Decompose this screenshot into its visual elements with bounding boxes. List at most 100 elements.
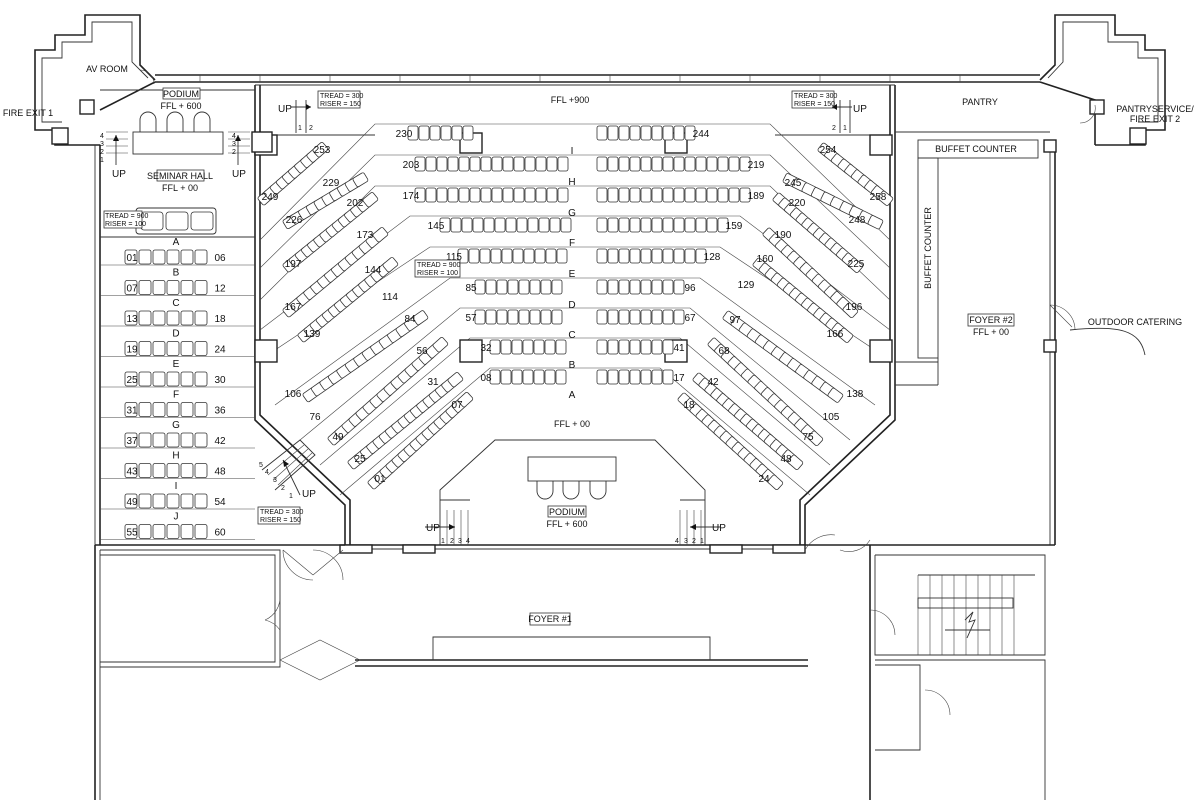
wing-seat-label: 49: [332, 432, 344, 443]
seat: [507, 279, 519, 295]
seat: [425, 156, 437, 172]
av-room-label: AV ROOM: [86, 64, 128, 74]
seminar-step-3: 3: [100, 141, 104, 148]
seminar-seat: [194, 371, 208, 387]
seat: [523, 248, 535, 264]
seat: [485, 309, 497, 325]
seat: [516, 217, 528, 233]
seminar-seat-last: 18: [214, 314, 226, 325]
wing-seat-label: 114: [382, 292, 398, 303]
wing-seat-label: 220: [789, 198, 806, 209]
wing-seat-label: 76: [309, 412, 321, 423]
seat: [662, 339, 674, 355]
seminar-seat-first: 07: [126, 284, 138, 295]
seminar-seat: [152, 280, 166, 295]
seat: [684, 156, 696, 172]
seat: [461, 217, 473, 233]
seat: [651, 156, 663, 172]
stage-step-4-right: 4: [675, 538, 679, 545]
seat: [706, 187, 718, 203]
wing-seat-label: 226: [286, 215, 303, 226]
seminar-row-letter: B: [173, 268, 180, 279]
seminar-seat: [194, 249, 208, 265]
seat: [533, 339, 545, 355]
seat: [651, 217, 663, 233]
seat: [496, 309, 508, 325]
seminar-row-letter: F: [173, 390, 179, 401]
wing-seat-label: 258: [870, 192, 887, 203]
seat: [662, 156, 674, 172]
seminar-seat: [138, 310, 152, 326]
seminar-note-tread: TREAD = 900: [105, 213, 148, 220]
seat: [312, 142, 329, 158]
seminar-seat: [166, 432, 180, 448]
wing-seat-label: 129: [738, 280, 755, 291]
seminar-row-letter: A: [173, 237, 180, 248]
seat: [483, 217, 495, 233]
seat: [440, 125, 452, 141]
wing-seat-label: 196: [846, 302, 863, 313]
seat: [511, 339, 523, 355]
seat: [596, 339, 608, 355]
seat: [640, 187, 652, 203]
seat: [551, 279, 563, 295]
stage-up-left: UP: [426, 523, 440, 534]
seminar-row-letter: E: [173, 359, 180, 370]
seat: [640, 369, 652, 385]
note-tread: TREAD = 300: [320, 93, 363, 100]
main-podium-ffl: FFL + 600: [547, 519, 588, 529]
seat: [418, 125, 430, 141]
foyer-2-ffl: FFL + 00: [973, 327, 1009, 337]
seat: [618, 187, 630, 203]
seat: [436, 187, 448, 203]
seat: [596, 187, 608, 203]
seat: [695, 156, 707, 172]
seminar-row-letter: C: [172, 298, 179, 309]
seminar-seat: [124, 280, 138, 295]
wing-seat-label: 106: [285, 389, 302, 400]
seat: [607, 309, 619, 325]
seat: [500, 339, 512, 355]
seat: [662, 309, 674, 325]
seat: [618, 125, 630, 141]
seminar-seat: [124, 524, 138, 539]
seat-number-label: 115: [446, 252, 462, 263]
walls: [34, 14, 1166, 545]
seminar-seat-last: 54: [214, 497, 226, 508]
seat: [502, 187, 514, 203]
stair-step-1: 1: [843, 125, 847, 132]
seat: [596, 125, 608, 141]
seminar-seat: [166, 341, 180, 356]
seat: [673, 309, 685, 325]
side-step-3: 3: [273, 477, 277, 484]
seminar-hall-label: SEMINAR HALL: [147, 171, 213, 181]
seat: [629, 309, 641, 325]
seat: [787, 454, 804, 470]
row-letter: D: [568, 300, 575, 311]
seminar-seat-first: 19: [126, 345, 138, 356]
main-podium-label: PODIUM: [549, 507, 585, 517]
seat: [458, 187, 470, 203]
seat: [555, 339, 567, 355]
seat: [629, 217, 641, 233]
seat: [490, 248, 502, 264]
wing-seat-label: 173: [357, 230, 374, 241]
seminar-seat: [138, 402, 152, 417]
seat: [469, 156, 481, 172]
seat: [533, 369, 545, 385]
seat: [436, 156, 448, 172]
seat: [629, 156, 641, 172]
seat: [496, 279, 508, 295]
seminar-seat: [166, 249, 180, 265]
seat: [618, 248, 630, 264]
seminar-seat: [152, 493, 166, 509]
seat: [524, 187, 536, 203]
seat: [538, 217, 550, 233]
seat-number-label: 17: [673, 373, 685, 384]
seat: [651, 309, 663, 325]
seat: [607, 248, 619, 264]
buffet-counter-label: BUFFET COUNTER: [935, 144, 1017, 154]
seat: [596, 156, 608, 172]
